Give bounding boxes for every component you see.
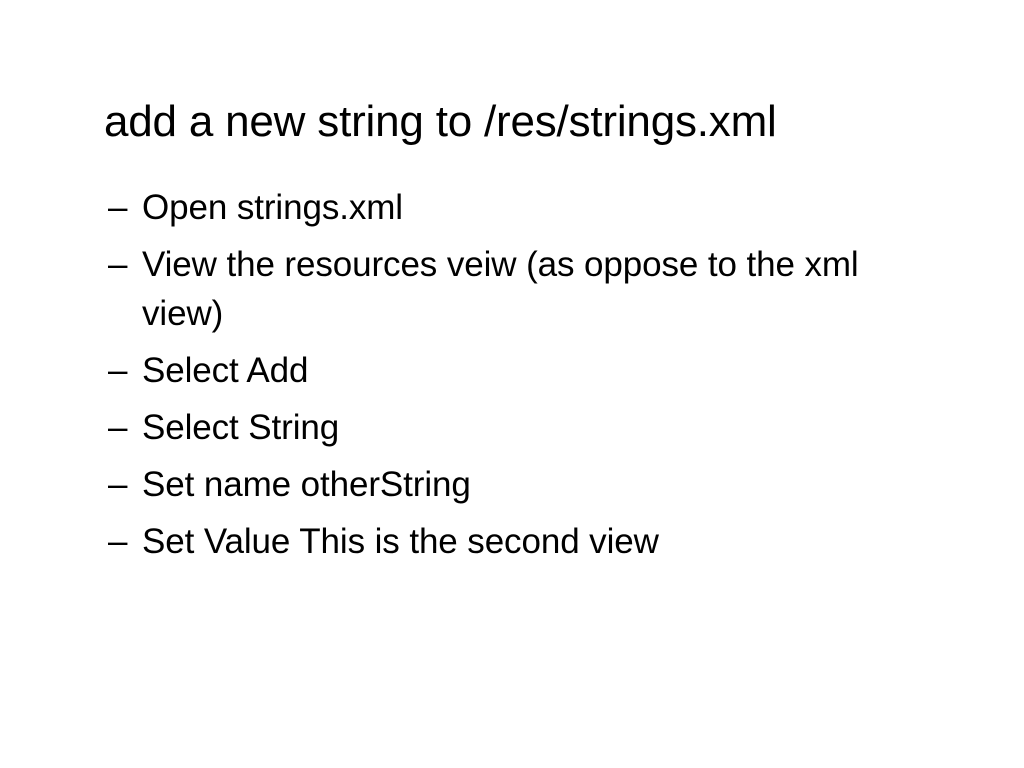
bullet-list: – Open strings.xml – View the resources … [104, 183, 904, 566]
list-item-label: Open strings.xml [142, 188, 403, 227]
list-item-label: Select Add [142, 351, 309, 390]
list-item-label: Set name otherString [142, 465, 471, 504]
list-item-label: Set Value This is the second view [142, 522, 659, 561]
list-item: – Set Value This is the second view [104, 517, 904, 566]
list-item: – Select Add [104, 346, 904, 395]
list-item: – Open strings.xml [104, 183, 904, 232]
en-dash-bullet-icon: – [108, 522, 128, 561]
page-title: add a new string to /res/strings.xml [104, 97, 777, 147]
en-dash-bullet-icon: – [108, 465, 128, 504]
en-dash-bullet-icon: – [108, 408, 128, 447]
list-item-label: View the resources veiw (as oppose to th… [142, 245, 859, 333]
en-dash-bullet-icon: – [108, 188, 128, 227]
list-item: – View the resources veiw (as oppose to … [104, 240, 904, 338]
list-item: – Select String [104, 403, 904, 452]
list-item: – Set name otherString [104, 460, 904, 509]
en-dash-bullet-icon: – [108, 245, 128, 284]
list-item-label: Select String [142, 408, 340, 447]
en-dash-bullet-icon: – [108, 351, 128, 390]
